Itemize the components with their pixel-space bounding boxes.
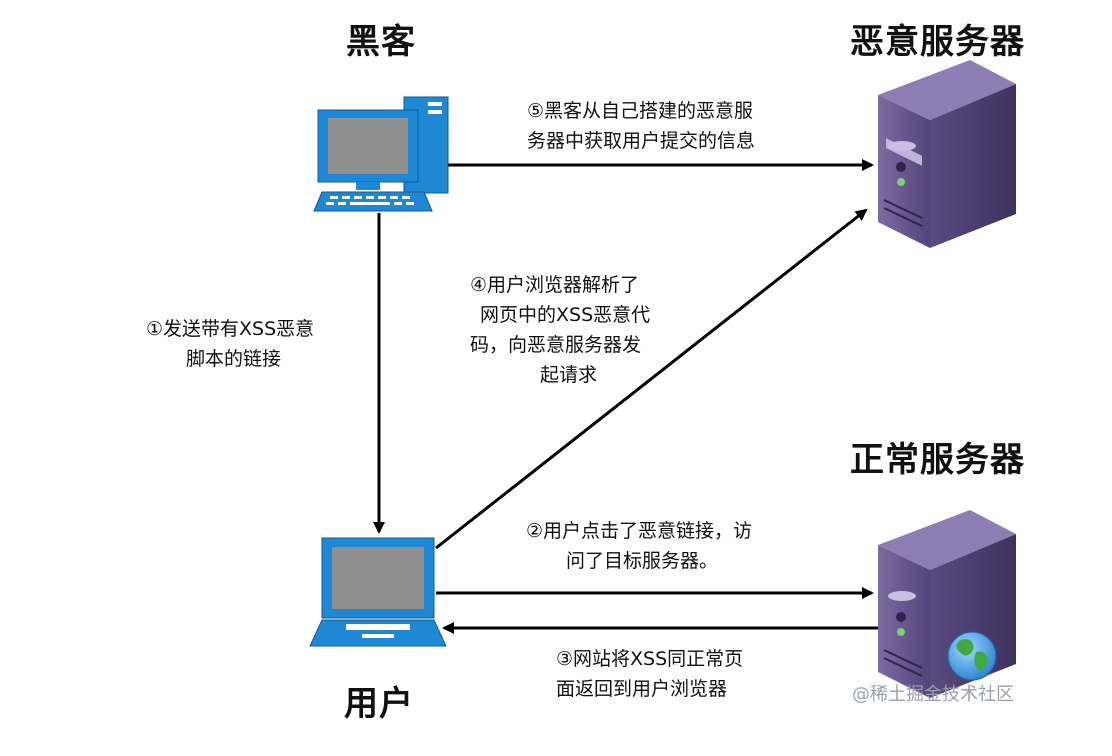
step-4-line-1: ④用户浏览器解析了	[470, 274, 640, 296]
normal-server-icon	[878, 510, 1016, 698]
watermark: @稀土掘金技术社区	[852, 684, 1014, 705]
step-5-line-1: ⑤黑客从自己搭建的恶意服	[527, 100, 754, 122]
step-1-line-2: 脚本的链接	[186, 348, 282, 370]
step-1-line-1: ①发送带有XSS恶意	[146, 318, 315, 340]
hacker-title: 黑客	[346, 22, 416, 62]
hacker-computer-icon	[313, 96, 449, 212]
step-4-line-4: 起请求	[540, 364, 598, 386]
step-2-line-2: 问了目标服务器。	[566, 550, 719, 572]
step-2-note: ②用户点击了恶意链接，访 问了目标服务器。	[526, 516, 752, 576]
step-1-note: ①发送带有XSS恶意 脚本的链接	[146, 314, 314, 374]
malicious-server-icon	[878, 60, 1016, 248]
arrow-step-4	[435, 208, 868, 550]
step-3-note: ③网站将XSS同正常页 面返回到用户浏览器	[556, 644, 743, 704]
step-3-line-1: ③网站将XSS同正常页	[556, 648, 744, 670]
flow-arrows	[373, 159, 878, 634]
step-4-line-2: 网页中的XSS恶意代	[480, 304, 651, 326]
step-5-line-2: 务器中获取用户提交的信息	[527, 130, 756, 152]
step-2-line-1: ②用户点击了恶意链接，访	[526, 520, 753, 542]
step-4-note: ④用户浏览器解析了 网页中的XSS恶意代 码，向恶意服务器发 起请求	[470, 270, 650, 390]
step-4-line-3: 码，向恶意服务器发	[470, 334, 642, 356]
user-laptop-icon	[309, 537, 447, 647]
normal-server-title: 正常服务器	[850, 440, 1025, 480]
user-title: 用户	[344, 684, 414, 724]
step-5-note: ⑤黑客从自己搭建的恶意服 务器中获取用户提交的信息	[527, 96, 755, 156]
step-3-line-2: 面返回到用户浏览器	[556, 678, 728, 700]
globe-icon	[947, 631, 997, 681]
malicious-server-title: 恶意服务器	[850, 22, 1025, 62]
